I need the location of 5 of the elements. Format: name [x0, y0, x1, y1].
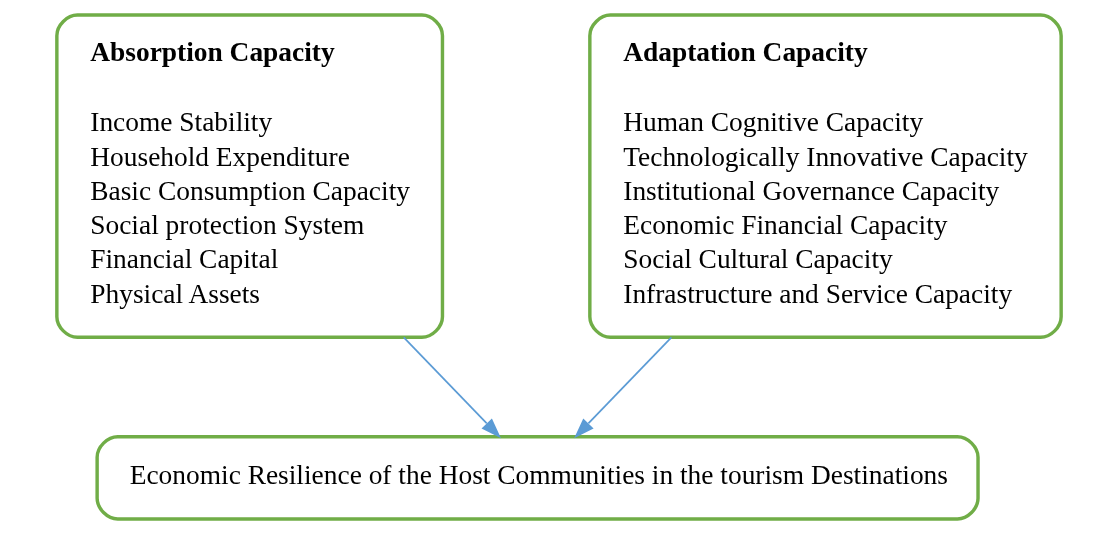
arrow [573, 336, 672, 439]
node-box: Adaptation Capacity Human Cognitive Capacity Technologically Innovative Capacity Institutional Governance Capacity Economic Financial Capacity Social Cultural Capacity Infrastructure and Service Capacity [587, 13, 1063, 339]
node-box: Economic Resilience of the Host Communities in the tourism Destinations [94, 434, 980, 521]
arrow [402, 336, 501, 439]
node-box: Absorption Capacity Income Stability Household Expenditure Basic Consumption Capacity Social protection System Financial Capital Physical Assets [54, 13, 444, 339]
